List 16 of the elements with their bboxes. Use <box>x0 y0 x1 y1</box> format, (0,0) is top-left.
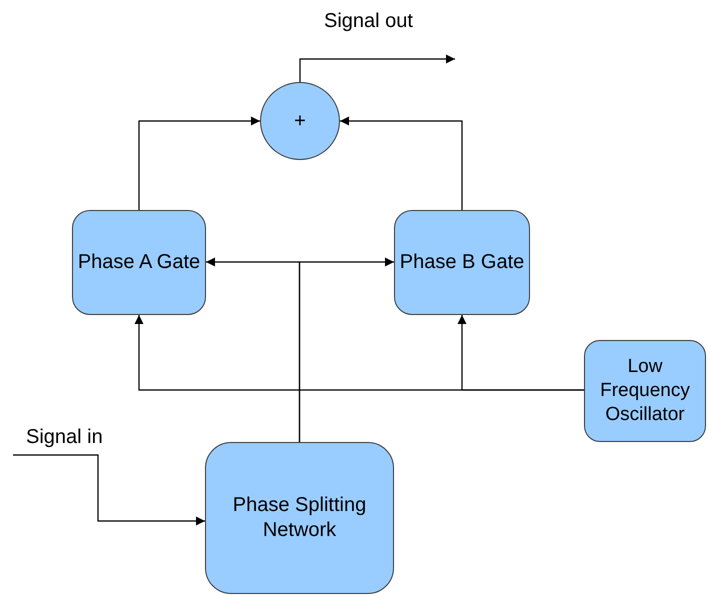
process-box <box>205 442 394 594</box>
process-box <box>584 340 706 442</box>
node-label: Phase A Gate <box>78 250 200 275</box>
process-box <box>72 210 206 315</box>
arrow <box>340 116 463 210</box>
arrow <box>298 258 394 442</box>
node-label: Phase Splitting Network <box>232 493 368 543</box>
arrow <box>13 454 205 526</box>
node-label: Phase B Gate <box>400 250 524 275</box>
node-label: + <box>294 108 306 134</box>
process-box <box>394 210 530 315</box>
edge-label: Signal out <box>322 10 415 33</box>
node-label: Low Frequency Oscillator <box>599 355 691 427</box>
arrow <box>138 116 260 210</box>
arrow <box>299 54 455 82</box>
arrow <box>458 315 584 391</box>
